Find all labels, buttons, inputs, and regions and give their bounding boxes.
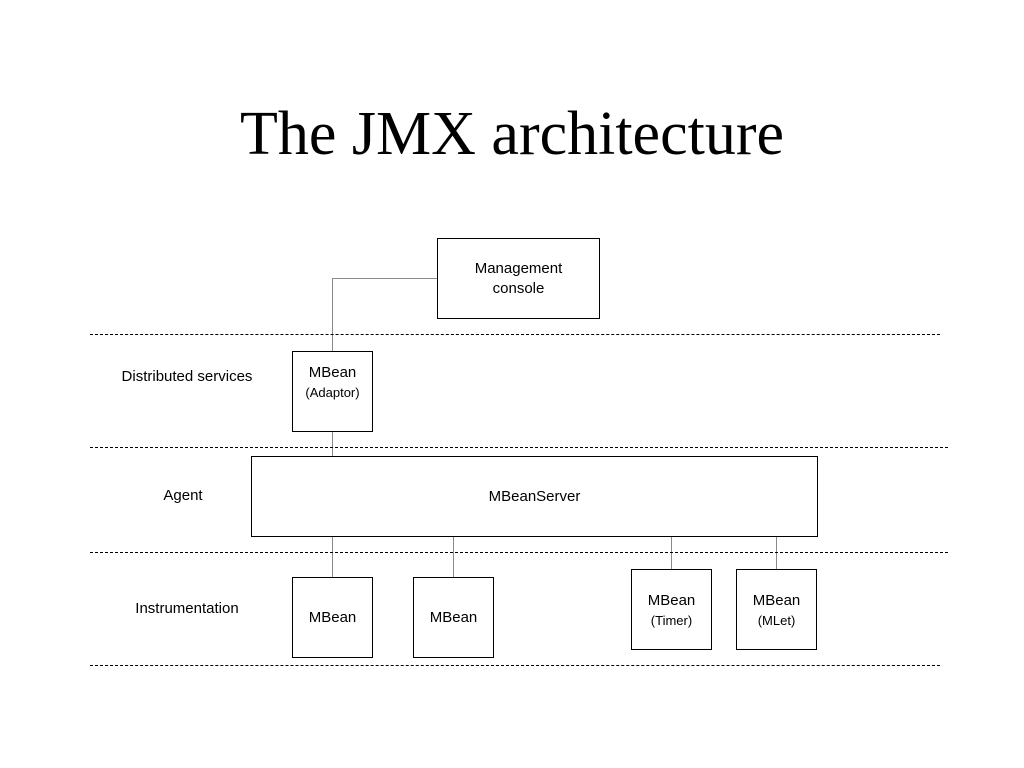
- mbean-mlet-label: MBean: [752, 592, 801, 609]
- connector-adaptor-server: [332, 431, 333, 457]
- mbeanserver-label: MBeanServer: [488, 487, 581, 505]
- mbean-timer-label: MBean: [647, 592, 696, 609]
- management-console-line1: Management: [474, 260, 563, 277]
- connector-server-mbean2: [453, 537, 454, 578]
- mbeanserver-box: MBeanServer: [251, 456, 818, 537]
- connector-console-horizontal: [332, 278, 438, 279]
- connector-console-vertical: [332, 278, 333, 352]
- mbean-box-1: MBean: [292, 577, 373, 658]
- layer-separator-agent-instrumentation: [90, 552, 948, 553]
- mbean-1-label: MBean: [308, 608, 357, 626]
- layer-label-instrumentation: Instrumentation: [135, 600, 239, 617]
- layer-label-agent: Agent: [163, 487, 203, 504]
- mbean-box-2: MBean: [413, 577, 494, 658]
- mbean-2-label: MBean: [429, 608, 478, 626]
- management-console-box: Management console: [437, 238, 600, 319]
- mbean-adaptor-box: MBean (Adaptor): [292, 351, 373, 432]
- layer-separator-distributed-agent: [90, 447, 948, 448]
- layer-label-distributed-services: Distributed services: [121, 368, 253, 385]
- slide-title: The JMX architecture: [240, 100, 784, 168]
- mbean-adaptor-sublabel: (Adaptor): [305, 385, 360, 400]
- mbean-mlet-box: MBean (MLet): [736, 569, 817, 650]
- management-console-line2: console: [492, 280, 545, 297]
- connector-server-timer: [671, 537, 672, 570]
- mbean-timer-sublabel: (Timer): [650, 613, 693, 628]
- mbean-mlet-sublabel: (MLet): [757, 613, 796, 628]
- connector-server-mlet: [776, 537, 777, 570]
- layer-separator-bottom: [90, 665, 940, 666]
- mbean-adaptor-label: MBean: [308, 364, 357, 381]
- mbean-timer-box: MBean (Timer): [631, 569, 712, 650]
- layer-separator-top: [90, 334, 940, 335]
- connector-server-mbean1: [332, 537, 333, 578]
